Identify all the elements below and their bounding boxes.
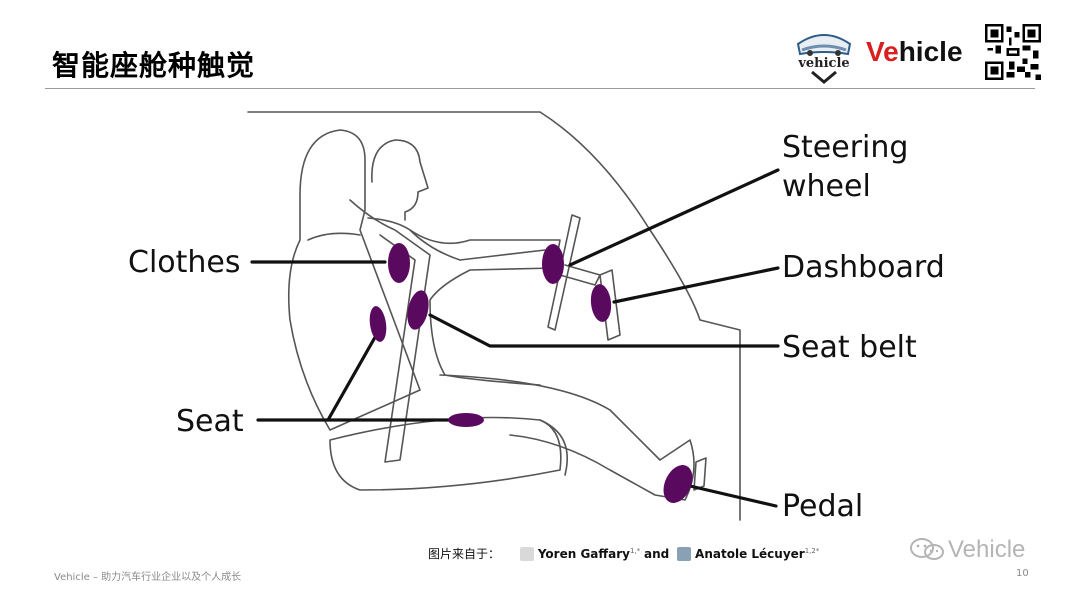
- qr-code-icon[interactable]: [985, 24, 1041, 80]
- contact-seat-belt: [407, 290, 429, 330]
- label-seat: Seat: [176, 404, 244, 439]
- credit-author-1[interactable]: Yoren Gaffary: [537, 547, 630, 561]
- label-pedal: Pedal: [782, 489, 863, 524]
- haptic-contact-points: [369, 243, 693, 503]
- contact-pedal: [663, 465, 693, 503]
- credit-prefix: 图片来自于：: [428, 547, 501, 561]
- seat-back-outline: [287, 129, 421, 431]
- label-steering-line2: wheel: [782, 169, 871, 204]
- vehicle-logo-badge: vehicle: [796, 34, 852, 84]
- image-credit: 图片来自于： Yoren Gaffary1,* and Anatole Lécu…: [428, 545, 819, 562]
- pedal-leader-line: [688, 484, 778, 508]
- author-avatar-icon: [519, 547, 534, 561]
- seat-cushion-outline: [329, 416, 562, 491]
- seatbelt-leader-line: [428, 313, 780, 348]
- chevron-down-icon: [811, 70, 837, 84]
- head-outline: [371, 139, 429, 221]
- label-dashboard: Dashboard: [782, 250, 945, 285]
- wechat-icon: [910, 538, 944, 560]
- car-frame-outline: [247, 111, 741, 521]
- credit-author-1-sup: 1,*: [629, 547, 641, 555]
- label-steering-line1: Steering: [782, 130, 908, 165]
- label-clothes: Clothes: [128, 245, 241, 280]
- seat-leader-line-2: [326, 330, 380, 422]
- contact-steering: [542, 244, 564, 284]
- contact-dashboard: [590, 284, 612, 322]
- dashboard-leader-line: [612, 266, 780, 304]
- brand-prefix: Ve: [866, 36, 899, 67]
- logo-badge-text: vehicle: [797, 56, 849, 71]
- contact-seat-cushion: [448, 413, 484, 427]
- slide-title: 智能座舱种触觉: [52, 49, 256, 82]
- brand-suffix: hicle: [898, 36, 963, 67]
- watermark-text: Vehicle: [948, 536, 1026, 563]
- steering-wheel-outline: [547, 214, 581, 331]
- seat-belt-outline: [349, 199, 431, 463]
- label-seat-belt: Seat belt: [782, 330, 917, 365]
- steering-leader-line: [568, 168, 780, 267]
- credit-author-2-sup: 1,2*: [804, 547, 820, 555]
- credit-conj: and: [643, 547, 670, 561]
- contact-seat-back: [369, 306, 387, 342]
- page-number: 10: [1016, 568, 1029, 579]
- brand-wordmark: Vehicle: [866, 36, 963, 68]
- wechat-watermark: Vehicle: [908, 536, 1025, 564]
- author-avatar-icon: [677, 547, 692, 561]
- torso-outline: [367, 217, 561, 386]
- leg-outline: [439, 374, 695, 501]
- credit-author-2[interactable]: Anatole Lécuyer: [695, 547, 805, 561]
- contact-clothes: [388, 243, 410, 283]
- slide-footer: Vehicle – 助力汽车行业企业以及个人成长: [54, 572, 242, 583]
- haptic-cockpit-illustration: Clothes Seat Steering wheel Dashboard Se…: [128, 111, 945, 524]
- title-divider: [45, 88, 1035, 89]
